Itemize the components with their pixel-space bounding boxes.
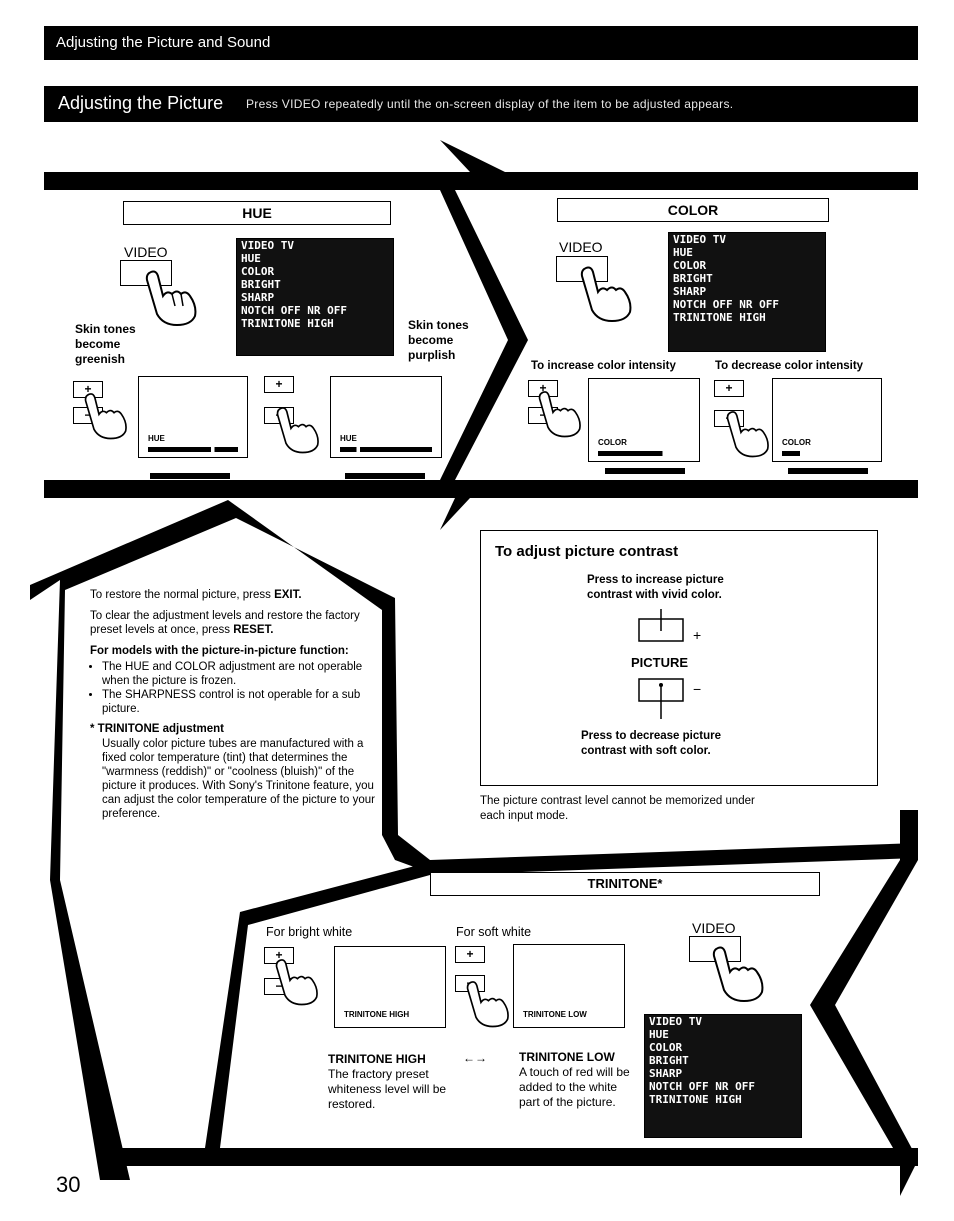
trinitone-video-label: VIDEO bbox=[692, 920, 736, 936]
trinitone-screen-high: TRINITONE HIGH bbox=[334, 946, 446, 1028]
trinitone-note-text: Usually color picture tubes are manufact… bbox=[102, 738, 375, 820]
contrast-title: To adjust picture contrast bbox=[495, 543, 679, 560]
color-screen-increase: COLOR bbox=[588, 378, 700, 462]
trinitone-note-heading: * TRINITONE adjustment bbox=[90, 723, 224, 735]
contrast-footnote: The picture contrast level cannot be mem… bbox=[480, 795, 755, 822]
hue-arrow-left bbox=[345, 473, 425, 479]
hue-screen-purplish: HUE bbox=[330, 376, 442, 458]
hand-pointer-icon bbox=[275, 959, 318, 1006]
pip-list: The HUE and COLOR adjustment are not ope… bbox=[90, 660, 380, 716]
contrast-minus: − bbox=[693, 681, 702, 697]
hand-pointer-icon bbox=[538, 391, 581, 438]
trinitone-low-text: A touch of red will be added to the whit… bbox=[519, 1065, 630, 1109]
hand-pointer-icon bbox=[726, 411, 769, 458]
color-decrease-label: To decrease color intensity bbox=[715, 360, 864, 372]
color-increase-label: To increase color intensity bbox=[531, 360, 676, 372]
adjustment-notes: To restore the normal picture, press EXI… bbox=[90, 588, 380, 828]
hue-video-label: VIDEO bbox=[124, 244, 168, 260]
contrast-plus: + bbox=[693, 627, 702, 643]
hue-title: HUE bbox=[123, 201, 391, 225]
rocker-switch-icon bbox=[638, 609, 684, 642]
hand-pointer-icon bbox=[145, 270, 197, 326]
picture-label[interactable]: PICTURE bbox=[631, 655, 689, 670]
pip-heading: For models with the picture-in-picture f… bbox=[90, 645, 349, 657]
trinitone-high-heading: TRINITONE HIGH bbox=[328, 1052, 426, 1066]
trinitone-title: TRINITONE* bbox=[430, 872, 820, 896]
toggle-arrow: ←→ bbox=[463, 1051, 487, 1065]
trinitone-high-desc: TRINITONE HIGH The fractory preset white… bbox=[328, 1052, 453, 1112]
trinitone-low-desc: TRINITONE LOW A touch of red will be add… bbox=[519, 1050, 637, 1110]
color-arrow-left bbox=[788, 468, 868, 474]
hue-plus-key-2[interactable]: + bbox=[264, 376, 294, 393]
contrast-panel: To adjust picture contrast Press to incr… bbox=[480, 530, 878, 786]
trinitone-high-text: The fractory preset whiteness level will… bbox=[328, 1067, 447, 1111]
trinitone-plus-key-2[interactable]: + bbox=[455, 946, 485, 963]
page-number: 30 bbox=[56, 1172, 81, 1197]
color-screen-decrease: COLOR bbox=[772, 378, 882, 462]
hue-left-note: Skin tones become greenish bbox=[75, 322, 136, 366]
color-plus-key-2[interactable]: + bbox=[714, 380, 744, 397]
soft-white-label: For soft white bbox=[456, 925, 532, 939]
subsection-title: Adjusting the Picture bbox=[58, 93, 224, 113]
subsection-header: Adjusting the Picture Press VIDEO repeat… bbox=[44, 86, 918, 122]
hand-pointer-icon bbox=[276, 407, 319, 454]
contrast-decrease-text: Press to decrease picture contrast with … bbox=[581, 730, 721, 757]
hand-pointer-icon bbox=[712, 946, 764, 1002]
color-title: COLOR bbox=[557, 198, 829, 222]
color-arrow-right bbox=[605, 468, 685, 474]
trinitone-screen-low: TRINITONE LOW bbox=[513, 944, 625, 1028]
hue-video-button[interactable] bbox=[120, 260, 172, 286]
list-item: The SHARPNESS control is not operable fo… bbox=[102, 688, 380, 716]
list-item: The HUE and COLOR adjustment are not ope… bbox=[102, 660, 380, 688]
subsection-hint: Press VIDEO repeatedly until the on-scre… bbox=[246, 97, 734, 111]
hue-right-note: Skin tones become purplish bbox=[408, 318, 469, 362]
trinitone-low-heading: TRINITONE LOW bbox=[519, 1050, 615, 1064]
section-header: Adjusting the Picture and Sound bbox=[44, 26, 918, 60]
hue-screen-greenish: HUE bbox=[138, 376, 248, 458]
rocker-switch-icon bbox=[638, 678, 684, 719]
section-title: Adjusting the Picture and Sound bbox=[56, 34, 271, 51]
hand-pointer-icon bbox=[84, 393, 127, 440]
contrast-increase-text: Press to increase picture contrast with … bbox=[587, 574, 724, 601]
hue-arrow-right bbox=[150, 473, 230, 479]
bright-white-label: For bright white bbox=[266, 925, 353, 939]
hand-pointer-icon bbox=[580, 266, 632, 322]
hand-pointer-icon bbox=[466, 981, 509, 1028]
color-video-label: VIDEO bbox=[559, 239, 603, 255]
